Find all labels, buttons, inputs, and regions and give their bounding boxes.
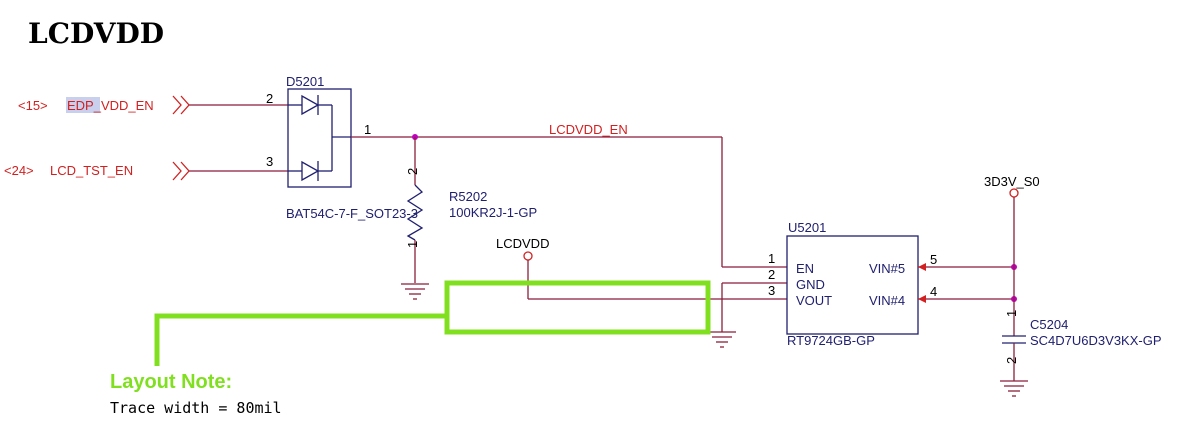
u5201-pin5-num: 5 (930, 252, 937, 267)
ground-icon (401, 283, 429, 300)
u5201-pin1-num: 1 (768, 251, 775, 266)
layout-highlight-box (444, 280, 711, 335)
layout-note-text: Trace width = 80mil (110, 399, 282, 417)
c5204-pin1: 1 (1004, 310, 1019, 317)
c5204-pin2: 2 (1004, 357, 1019, 364)
u5201-pin3-num: 3 (768, 283, 775, 298)
d5201-body (287, 88, 352, 188)
power-port-icon (1009, 188, 1019, 198)
u5201-pin4-num: 4 (930, 284, 937, 299)
c5204-value: SC4D7U6D3V3KX-GP (1030, 333, 1162, 348)
ground-icon (708, 331, 736, 348)
lcd-offpage-arrow-icon (172, 161, 190, 181)
u5201-pin-vin5: VIN#5 (869, 261, 905, 276)
u5201-part: RT9724GB-GP (787, 333, 875, 348)
c5204-ref: C5204 (1030, 317, 1068, 332)
u5201-pin-en: EN (796, 261, 814, 276)
edp-offpage-arrow-icon (172, 95, 190, 115)
u5201-pin2-num: 2 (768, 267, 775, 282)
layout-note-heading: Layout Note: (110, 371, 232, 393)
d5201-pin2: 2 (266, 91, 273, 106)
vin4-arrow-icon (918, 295, 926, 303)
lcd-offpage-ref: <24> (4, 163, 34, 178)
lcd-net-label: LCD_TST_EN (50, 163, 133, 178)
page-title: LCDVDD (28, 17, 164, 50)
layout-note-leader (154, 313, 447, 366)
u5201-ref: U5201 (788, 220, 826, 235)
diode-bottom-icon (288, 160, 332, 182)
u5201-pin-vin4: VIN#4 (869, 293, 905, 308)
u5201-pin-gnd: GND (796, 277, 825, 292)
u5201-body (786, 235, 919, 335)
edp-net-label: EDP_VDD_EN (67, 98, 154, 113)
d5201-pin3: 3 (266, 154, 273, 169)
ground-icon (1000, 380, 1028, 397)
r5202-pin2: 2 (405, 168, 420, 175)
edp-offpage-ref: <15> (18, 98, 48, 113)
lcdvdd-testpoint-label: LCDVDD (496, 236, 549, 251)
edp-net-highlight (66, 97, 100, 113)
testpoint-icon (523, 251, 533, 261)
u5201-pin-vout: VOUT (796, 293, 832, 308)
capacitor-icon (1002, 335, 1026, 344)
d5201-part: BAT54C-7-F_SOT23-3 (286, 206, 418, 221)
d5201-ref: D5201 (286, 74, 324, 89)
r5202-ref: R5202 (449, 189, 487, 204)
diode-top-icon (288, 94, 332, 116)
r5202-pin1: 1 (405, 241, 420, 248)
resistor-icon (406, 184, 424, 241)
power-rail-label: 3D3V_S0 (984, 174, 1040, 189)
lcdvdd-en-label: LCDVDD_EN (549, 122, 628, 137)
r5202-value: 100KR2J-1-GP (449, 205, 537, 220)
d5201-pin1: 1 (364, 122, 371, 137)
vin5-arrow-icon (918, 263, 926, 271)
